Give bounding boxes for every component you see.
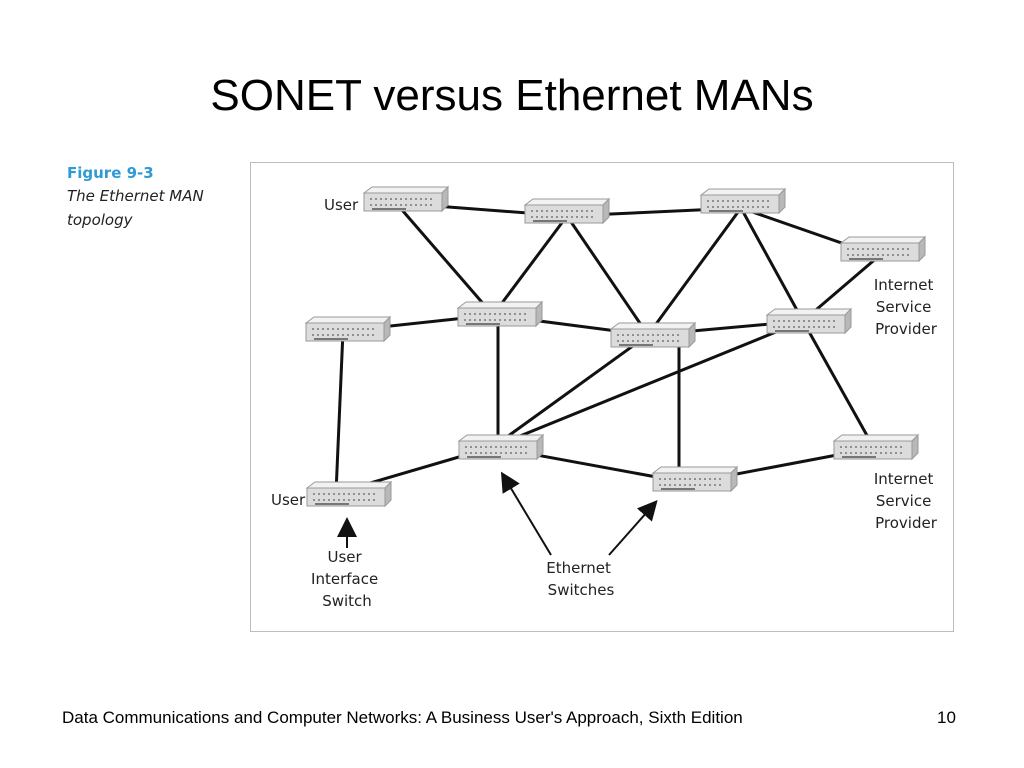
label-user-bottom: User [271, 491, 306, 509]
switch-middle-center [457, 301, 543, 327]
switch-lower-center [458, 434, 544, 460]
switch-top-middle [524, 198, 610, 224]
switch-middle [610, 322, 696, 348]
label-isp-top: Internet Service Provider [874, 276, 938, 338]
arrow-ethernet-switch-left [500, 471, 552, 556]
link [739, 207, 805, 322]
switch-middle-left [305, 316, 391, 342]
figure-title: The Ethernet MAN topology [67, 187, 204, 229]
link [801, 320, 876, 449]
switch-user-top [363, 186, 449, 212]
link [491, 215, 569, 316]
figure-caption: Figure 9-3 The Ethernet MAN topology [67, 162, 217, 232]
link [646, 207, 743, 336]
label-user-top: User [324, 196, 359, 214]
label-ethernet-switches: Ethernet Switches [546, 559, 615, 599]
link [565, 215, 650, 336]
label-user-interface-switch: User Interface Switch [311, 548, 383, 610]
link [334, 330, 345, 494]
footer-text: Data Communications and Computer Network… [62, 708, 743, 727]
network-links [334, 201, 880, 495]
link [492, 333, 649, 449]
topology-svg: User User Internet Service Provider Inte… [271, 186, 938, 610]
switch-isp-top [840, 236, 926, 262]
link [492, 319, 804, 449]
slide-title: SONET versus Ethernet MANs [210, 71, 814, 120]
label-isp-bottom: Internet Service Provider [874, 470, 938, 532]
figure-label: Figure 9-3 [67, 164, 154, 182]
ethernet-man-diagram: User User Internet Service Provider Inte… [250, 162, 954, 632]
switch-middle-right [766, 308, 852, 334]
switch-lower-right-center [652, 466, 738, 492]
slide-number: 10 [937, 708, 956, 727]
arrow-ethernet-switch-right [608, 500, 658, 556]
switch-isp-bottom [833, 434, 919, 460]
switch-user-bottom [306, 481, 392, 507]
switch-top-right [700, 188, 786, 214]
annotation-arrows [337, 471, 658, 556]
link [394, 202, 495, 316]
